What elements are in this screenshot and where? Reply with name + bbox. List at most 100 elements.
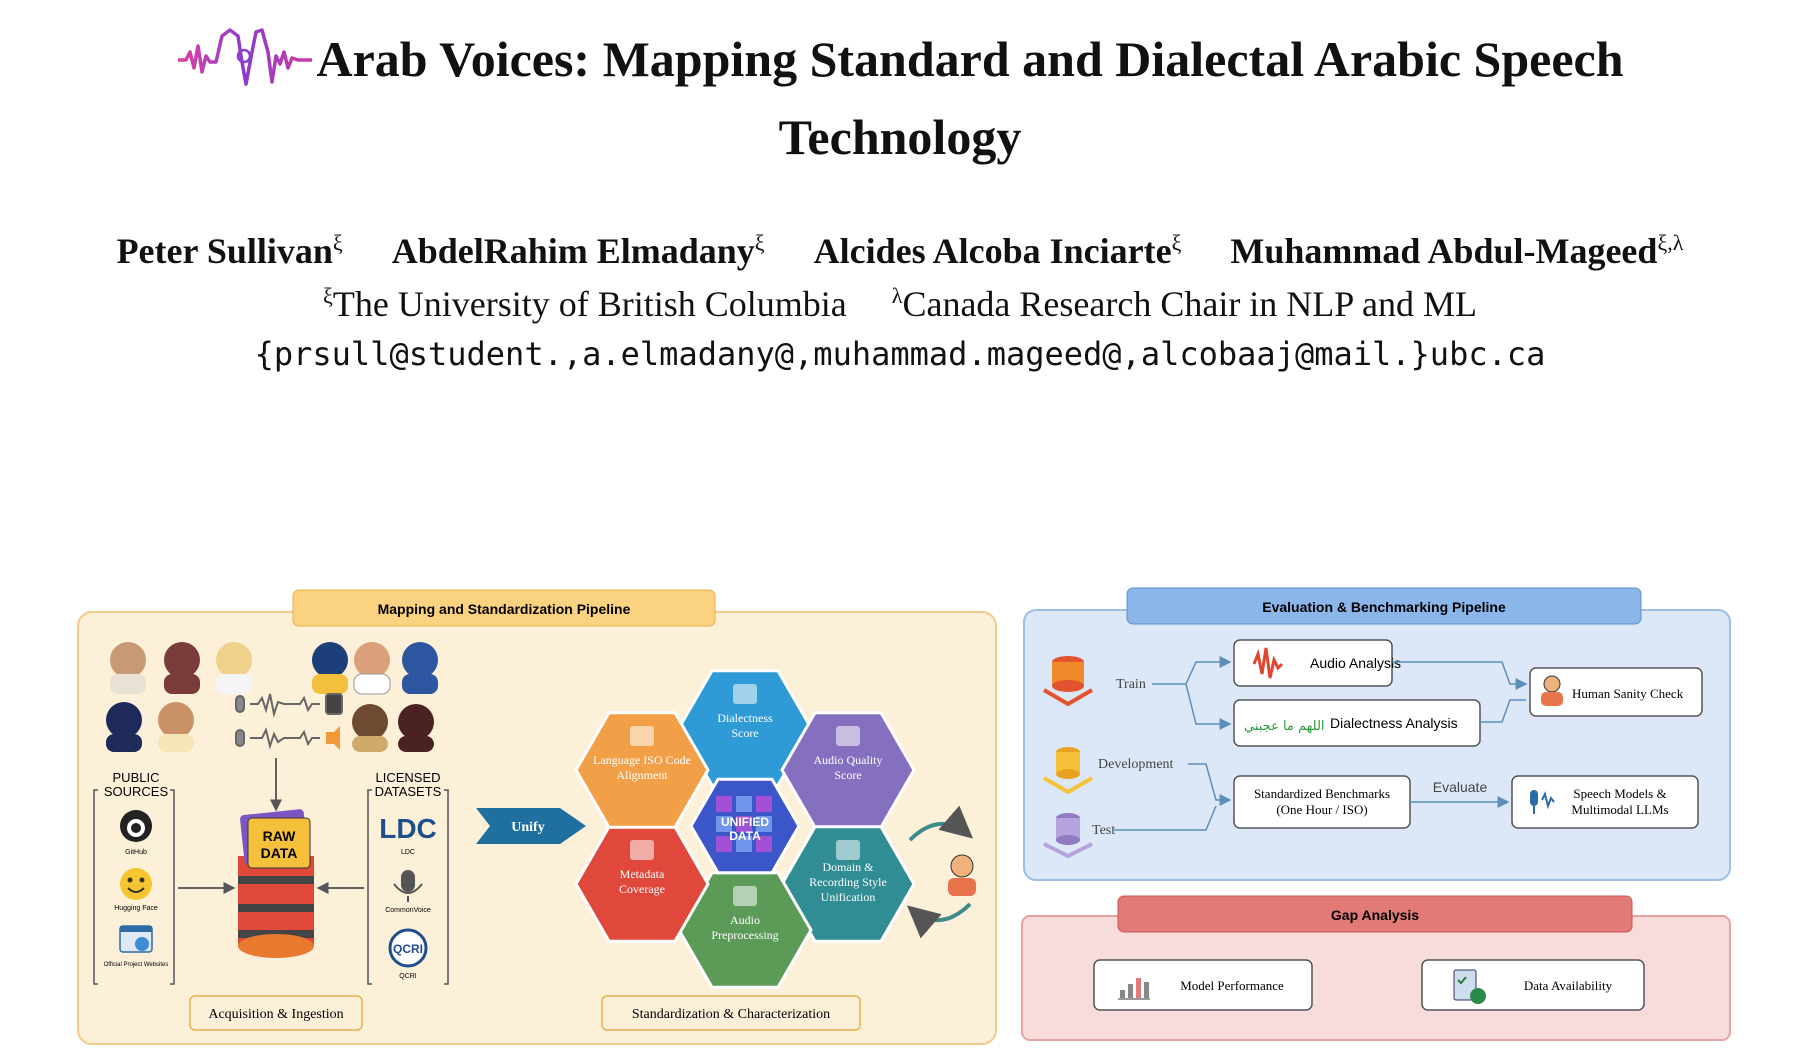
raw-data-database-icon (238, 809, 314, 958)
bar-chart-icon (1118, 978, 1150, 1000)
avatar-icon (164, 642, 200, 694)
evaluation-title: Evaluation & Benchmarking Pipeline (1262, 599, 1506, 615)
human-sanity-box (1529, 667, 1703, 717)
mapping-title: Mapping and Standardization Pipeline (378, 601, 631, 617)
unified-data-label: DATA (729, 829, 761, 843)
github-label: GitHub (125, 849, 147, 856)
hex-label: Recording Style (809, 875, 887, 889)
unify-arrow (476, 808, 586, 844)
waveform-icon (235, 693, 343, 750)
audio-analysis-label: Audio Analysis (1310, 655, 1401, 671)
author-list: Peter Sullivanξ AbdelRahim Elmadanyξ Alc… (0, 230, 1800, 272)
website-icon (119, 925, 153, 953)
audio-waveform-icon (1252, 647, 1284, 679)
avatar-icon (353, 642, 391, 695)
raw-data-label-2: DATA (261, 845, 298, 861)
hex-symbol-icon (630, 840, 654, 860)
ldc-logo: LDC (379, 813, 437, 844)
github-icon (120, 810, 152, 842)
avatar-icon (398, 704, 434, 752)
title-line-2: Technology (778, 109, 1022, 165)
mapping-title-bar (292, 589, 716, 627)
data-cell (736, 836, 752, 852)
avatar-icon (402, 642, 438, 694)
data-cell (716, 796, 732, 812)
hex-label: Dialectness (717, 711, 773, 725)
avatar-icon (106, 702, 142, 752)
qcri-label: QCRI (399, 973, 417, 980)
qcri-logo: QCRI (388, 928, 428, 968)
hugging-face-icon (120, 868, 152, 900)
microphone-icon (393, 870, 423, 902)
svg-text:QCRI: QCRI (393, 942, 423, 956)
speech-models-box (1511, 775, 1699, 829)
dialectness-analysis-label: Dialectness Analysis (1330, 715, 1458, 731)
hex-label: Metadata (620, 867, 665, 881)
train-label: Train (1116, 677, 1146, 692)
data-cell (716, 836, 732, 852)
loop-arrow (906, 902, 972, 939)
title-line-1: Arab Voices: Mapping Standard and Dialec… (316, 30, 1624, 87)
hex-label: Language ISO Code (593, 753, 691, 767)
hex-label: Audio (730, 913, 760, 927)
evaluation-title-bar (1126, 587, 1642, 625)
licensed-datasets-label: LICENSED (375, 770, 440, 785)
hex-label: Score (834, 768, 861, 782)
audio-analysis-box (1233, 639, 1393, 687)
acquisition-label: Acquisition & Ingestion (208, 1007, 343, 1022)
hex-label: Domain & (823, 860, 875, 874)
train-database-icon (1042, 656, 1094, 707)
speaker-avatars (106, 642, 438, 752)
model-performance-label: Model Performance (1180, 978, 1284, 993)
hex-label: Score (731, 726, 758, 740)
avatar-icon (312, 642, 348, 694)
avatar-icon (158, 702, 194, 752)
commonvoice-label: CommonVoice (385, 907, 431, 914)
development-label: Development (1098, 757, 1174, 772)
data-cell (756, 816, 772, 832)
hex-label: Alignment (616, 768, 668, 782)
sound-wave-logo-icon (176, 22, 314, 107)
checklist-icon (1453, 969, 1486, 1004)
data-cell (756, 836, 772, 852)
data-cell (716, 816, 732, 832)
test-database-icon (1043, 813, 1093, 859)
author: Muhammad Abdul-Mageedξ,λ (1230, 230, 1684, 271)
avatar-icon (110, 642, 146, 694)
hex-symbol-icon (836, 840, 860, 860)
evaluate-label: Evaluate (1433, 779, 1488, 795)
unify-label: Unify (511, 820, 544, 835)
hex-label: Coverage (619, 882, 665, 896)
licensed-datasets-label-2: DATASETS (375, 784, 442, 799)
affiliation: ξThe University of British Columbia (323, 283, 847, 324)
raw-data-label: RAW (263, 828, 296, 844)
speech-models-label: Speech Models &Multimodal LLMs (1571, 786, 1668, 817)
hex-symbol-icon (733, 684, 757, 704)
dev-database-icon (1042, 747, 1094, 795)
affiliations: ξThe University of British Columbia λCan… (0, 283, 1800, 325)
hex-symbol-icon (630, 726, 654, 746)
data-cell (756, 796, 772, 812)
person-icon (1541, 675, 1563, 706)
hex-symbol-icon (733, 886, 757, 906)
dialectness-analysis-box (1233, 699, 1481, 747)
microphone-wave-icon (1530, 790, 1555, 814)
human-sanity-label: Human Sanity Check (1572, 686, 1684, 701)
loop-arrow (908, 805, 974, 842)
author: Peter Sullivanξ (116, 230, 343, 271)
unified-data-label: UNIFIED (721, 815, 769, 829)
hex-label: Unification (821, 890, 876, 904)
author-emails: {prsull@student.,a.elmadany@,muhammad.ma… (254, 335, 1546, 373)
public-sources-label-2: SOURCES (104, 784, 169, 799)
acquisition-box (189, 995, 363, 1031)
paper-title: Arab Voices: Mapping Standard and Dialec… (0, 22, 1800, 167)
avatar-icon (216, 642, 252, 694)
gap-title-bar (1117, 895, 1633, 933)
gap-title: Gap Analysis (1331, 907, 1419, 923)
benchmarks-label: Standardized Benchmarks(One Hour / ISO) (1254, 786, 1390, 817)
